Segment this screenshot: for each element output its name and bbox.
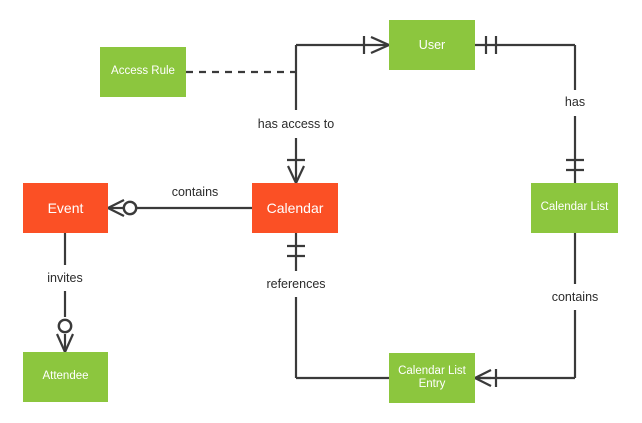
entity-calendar-label: Calendar	[266, 199, 324, 216]
entity-calendar-list[interactable]: Calendar List	[531, 183, 618, 233]
entity-attendee-label: Attendee	[42, 370, 89, 383]
entity-calendar-list-entry[interactable]: Calendar List Entry	[389, 353, 475, 403]
circle-zero-event-right	[122, 200, 138, 216]
crowfoot-cle-right-lower	[474, 377, 492, 387]
circle-zero-attendee-top	[57, 318, 73, 334]
entity-access-rule[interactable]: Access Rule	[100, 47, 186, 97]
edge-label-contains-event-calendar: contains	[168, 185, 222, 199]
entity-access-rule-label: Access Rule	[111, 65, 175, 78]
edge-label-has-access-to: has access to	[254, 117, 338, 131]
edge-label-invites: invites	[44, 271, 86, 285]
entity-calendar-list-entry-label: Calendar List Entry	[398, 364, 466, 390]
entity-calendar[interactable]: Calendar	[252, 183, 338, 233]
crowfoot-event-right-upper	[107, 199, 125, 209]
entity-calendar-list-label: Calendar List	[540, 201, 609, 214]
crowfoot-user-left-upper	[370, 35, 390, 47]
crowfoot-attendee-top-right	[63, 333, 75, 353]
edge-label-contains-list-entry: contains	[548, 290, 602, 304]
entity-user-label: User	[418, 37, 446, 52]
entity-attendee[interactable]: Attendee	[23, 352, 108, 402]
crowfoot-attendee-top-left	[55, 333, 67, 353]
entity-event-label: Event	[47, 199, 84, 216]
entity-user[interactable]: User	[389, 20, 475, 70]
edge-label-references: references	[263, 277, 329, 291]
crowfoot-calendar-top-right	[295, 165, 305, 184]
crowfoot-cle-right-upper	[474, 369, 492, 379]
entity-event[interactable]: Event	[23, 183, 108, 233]
crowfoot-event-right-lower	[107, 207, 125, 217]
crowfoot-calendar-top-left	[287, 165, 297, 184]
edge-label-has: has	[561, 95, 589, 109]
crowfoot-user-left-lower	[370, 43, 390, 55]
